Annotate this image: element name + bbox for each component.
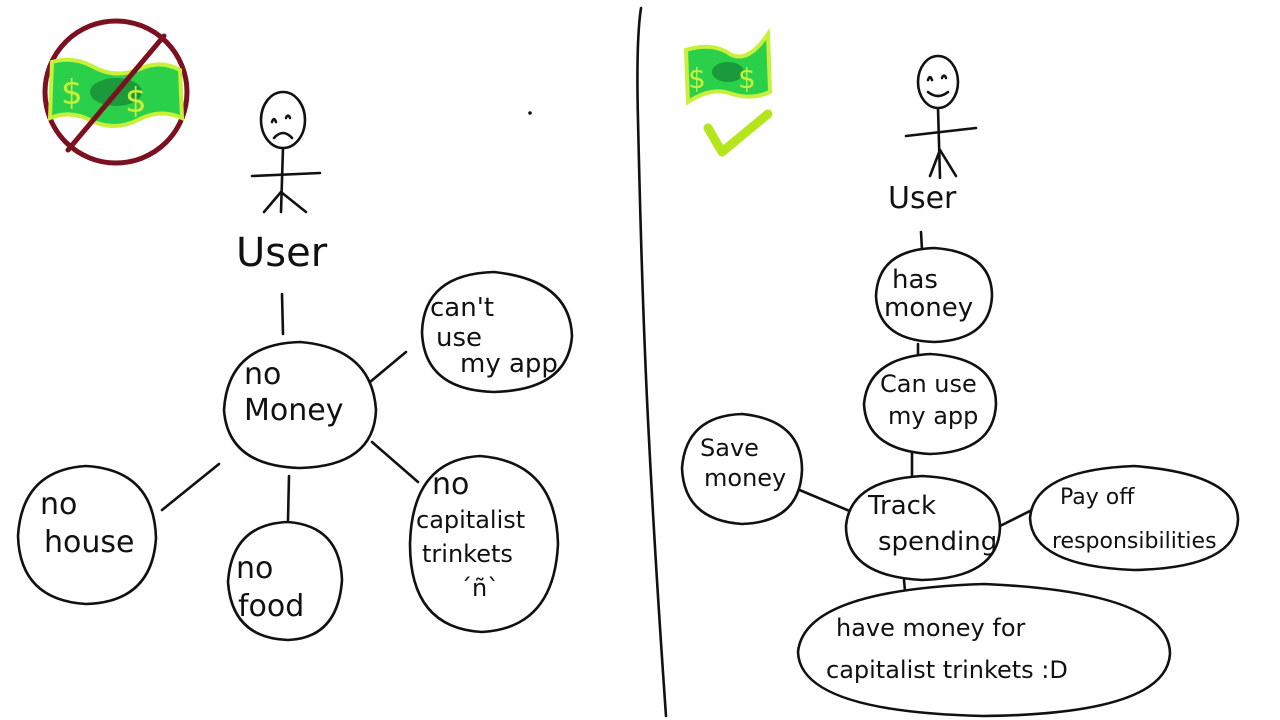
node-have-money: have money for capitalist trinkets :D xyxy=(796,582,1172,718)
node-no-money-line1: no xyxy=(244,357,281,392)
svg-text:$: $ xyxy=(125,81,147,121)
node-no-money: no Money xyxy=(222,340,378,470)
svg-text:have money for capitalis: have money for capitalist trinkets :D xyxy=(826,614,1068,684)
svg-text:no Money: no Money xyxy=(244,357,343,428)
svg-text:Can use my app: Can use my app xyxy=(880,370,984,430)
svg-text:Pay off responsibilities: Pay off responsibilities xyxy=(1052,485,1217,554)
svg-text:no house: no house xyxy=(40,487,134,560)
user-label-right: User xyxy=(888,181,957,216)
panel-divider xyxy=(636,6,668,718)
user-figure-happy xyxy=(904,54,978,180)
node-no-food: no food xyxy=(226,520,344,642)
node-cant-use-app: can't use my app xyxy=(420,270,574,394)
user-figure-sad xyxy=(250,90,322,214)
node-save-money: Save money xyxy=(680,412,804,526)
svg-text:$: $ xyxy=(688,62,706,95)
node-no-trinkets: no capitalist trinkets ´ñ` xyxy=(408,454,560,634)
connectors-left xyxy=(160,292,420,522)
svg-text:$: $ xyxy=(738,62,756,95)
node-can-use-app: Can use my app xyxy=(862,352,998,456)
money-icon: $ $ xyxy=(683,27,773,106)
node-track-spending: Track spending xyxy=(844,474,1002,582)
node-no-house: no house xyxy=(16,464,158,606)
svg-text:can't use my app: can't use my app xyxy=(430,293,558,379)
svg-text:no food: no food xyxy=(236,551,304,624)
checkmark-icon xyxy=(703,109,773,157)
svg-text:Track spending: Track spending xyxy=(867,491,997,557)
svg-text:$: $ xyxy=(61,73,83,113)
svg-text:has money: has money xyxy=(884,265,973,323)
svg-text:Save money: Save money xyxy=(700,434,786,492)
user-label-left: User xyxy=(236,230,328,276)
no-money-icon: $ $ xyxy=(42,18,190,166)
svg-text:no capitalist trin: no capitalist trinkets ´ñ` xyxy=(416,467,533,602)
stray-dot xyxy=(528,111,532,115)
node-pay-off: Pay off responsibilities xyxy=(1028,464,1240,572)
node-has-money: has money xyxy=(874,246,994,344)
node-no-money-line2: Money xyxy=(244,393,343,428)
